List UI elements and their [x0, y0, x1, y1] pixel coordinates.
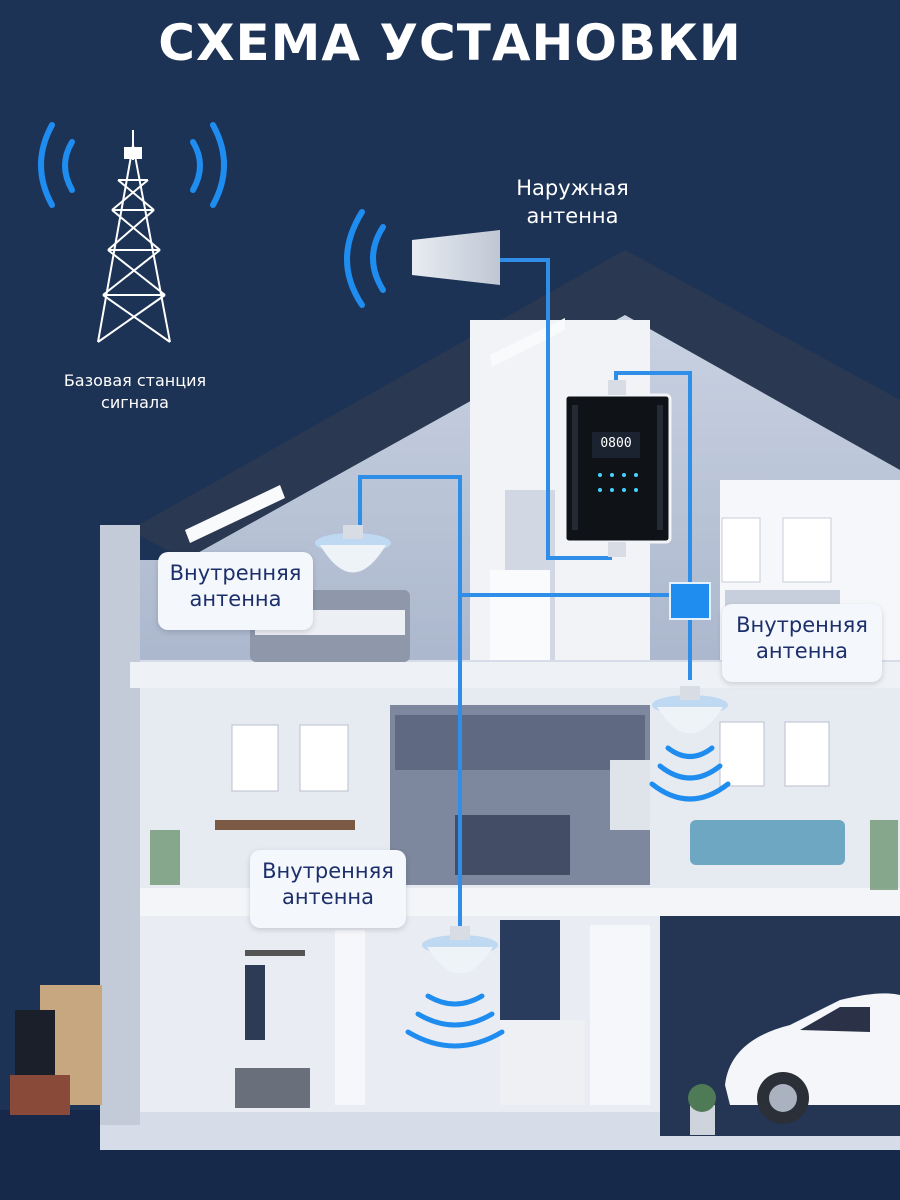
sofa: [690, 820, 845, 865]
indoor-antenna-label-top-line2: антенна: [168, 586, 303, 612]
picture-feather: [722, 518, 760, 582]
indoor-antenna-label-bottom-line2: антенна: [260, 884, 396, 910]
kitchen-oven: [610, 760, 650, 830]
shoe-shelf: [235, 1068, 310, 1108]
tv-screen: [15, 1010, 55, 1075]
picture-portrait: [720, 722, 764, 786]
base-station-label: Базовая станция сигнала: [45, 370, 225, 414]
outdoor-antenna-label: Наружная антенна: [495, 174, 650, 230]
bathroom-window: [500, 920, 560, 1020]
indoor-antenna-label-right-line2: антенна: [732, 638, 872, 664]
outdoor-antenna: [347, 212, 500, 305]
plant-left: [150, 830, 180, 885]
picture-plant-right: [300, 725, 348, 791]
booster-display: 0800: [594, 433, 638, 455]
dining-table: [215, 820, 355, 830]
kitchen-cabinets: [395, 715, 645, 770]
picture-sketch: [785, 722, 829, 786]
indoor-antenna-label-top-line1: Внутренняя: [168, 560, 303, 586]
plant-right: [870, 820, 898, 890]
signal-booster: [565, 380, 670, 557]
picture-letter: [783, 518, 831, 582]
cell-tower: [98, 130, 170, 342]
picture-plant-left: [232, 725, 278, 791]
door-left: [335, 930, 365, 1105]
garage-plant: [688, 1084, 716, 1112]
bathroom: [500, 1020, 585, 1105]
base-station-label-line1: Базовая станция: [45, 370, 225, 392]
base-station-label-line2: сигнала: [45, 392, 225, 414]
coat: [245, 965, 265, 1040]
balcony-rail: [490, 570, 550, 660]
outdoor-antenna-label-line1: Наружная: [495, 174, 650, 202]
kitchen-island: [455, 815, 570, 875]
indoor-antenna-label-right: Внутренняя антенна: [722, 604, 882, 682]
signal-splitter: [670, 583, 710, 619]
left-wall: [100, 525, 140, 1125]
indoor-antenna-label-bottom-line1: Внутренняя: [260, 858, 396, 884]
outdoor-antenna-label-line2: антенна: [495, 202, 650, 230]
indoor-antenna-label-top: Внутренняя антенна: [158, 552, 313, 630]
door-right: [590, 925, 650, 1105]
brick-wall: [10, 1075, 70, 1115]
coat-rack: [245, 950, 305, 956]
indoor-antenna-label-bottom: Внутренняя антенна: [250, 850, 406, 928]
indoor-antenna-label-right-line1: Внутренняя: [732, 612, 872, 638]
car-hub: [769, 1084, 797, 1112]
